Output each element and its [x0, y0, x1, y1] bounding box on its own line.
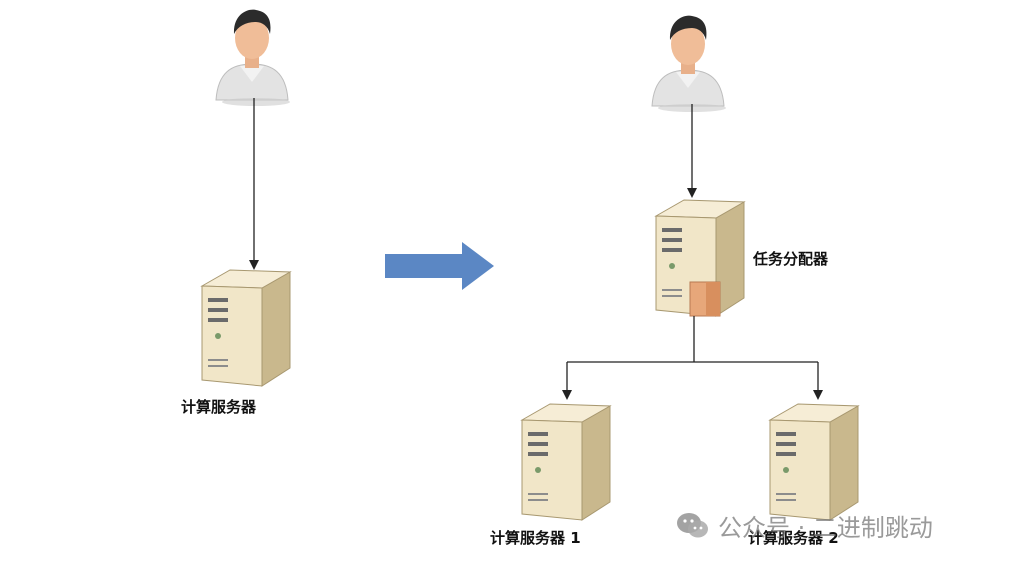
transition-arrow: [385, 242, 494, 290]
dispatcher-badge-icon: [689, 281, 721, 317]
compute-server-icon: [201, 269, 291, 387]
single-server-label: 计算服务器: [181, 398, 257, 416]
server-2-label: 计算服务器 2: [748, 529, 839, 547]
compute-server-1-icon: [521, 403, 611, 521]
user-icon: [215, 9, 291, 107]
watermark-text: 公众号 · 二进制跳动: [718, 514, 933, 542]
watermark: 公众号 · 二进制跳动: [676, 508, 933, 543]
dispatcher-label: 任务分配器: [753, 250, 829, 268]
wechat-icon: [677, 512, 708, 537]
compute-server-2-icon: [769, 403, 859, 521]
server-1-label: 计算服务器 1: [490, 529, 581, 547]
user-icon-right: [651, 15, 727, 113]
